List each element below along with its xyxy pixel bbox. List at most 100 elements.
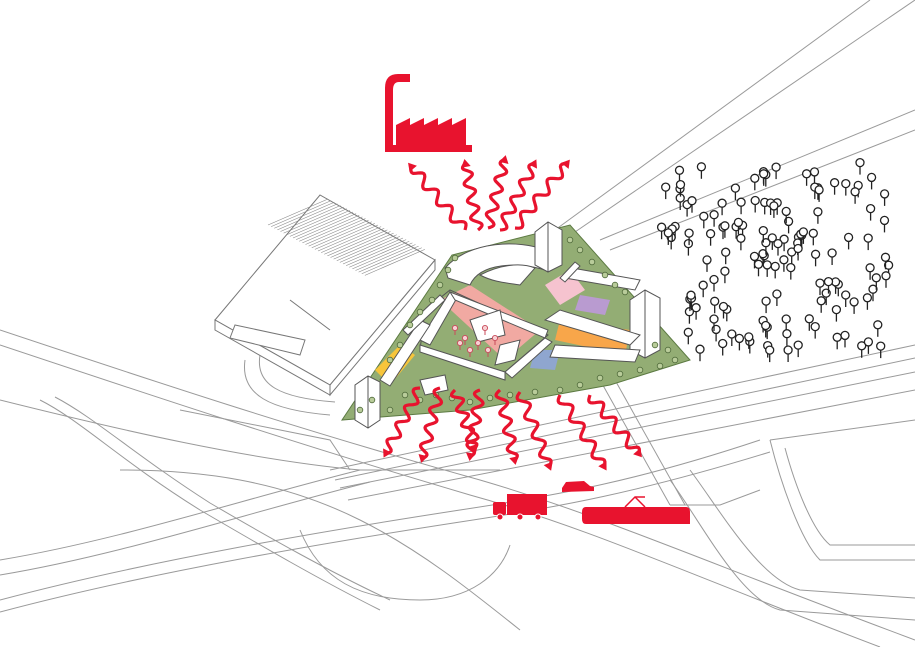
tree-icon xyxy=(709,274,719,293)
tree-icon xyxy=(783,345,793,363)
tree-icon xyxy=(849,297,859,315)
tree-icon xyxy=(873,320,883,338)
arrow-head xyxy=(468,443,478,453)
tree-icon xyxy=(753,259,764,277)
tree-icon xyxy=(736,233,746,251)
roof-stripe xyxy=(314,223,375,250)
arrow-head xyxy=(465,452,476,461)
factory-icon xyxy=(385,74,472,152)
tree-icon xyxy=(881,271,891,289)
tree-icon xyxy=(876,341,886,359)
roof-stripe xyxy=(308,219,369,247)
tree-icon xyxy=(611,281,619,289)
tree-icon xyxy=(661,182,671,200)
tree-icon xyxy=(855,157,865,176)
wavy-arrow-icon xyxy=(494,388,519,463)
tree-icon xyxy=(416,308,424,316)
tree-icon xyxy=(466,398,474,406)
tree-icon xyxy=(841,178,851,197)
tree-icon xyxy=(396,341,404,349)
tree-icon xyxy=(793,340,803,358)
tree-icon xyxy=(702,255,712,273)
tree-icon xyxy=(406,321,414,329)
tree-icon xyxy=(827,248,837,266)
tree-icon xyxy=(750,195,760,214)
tree-icon xyxy=(727,329,737,347)
tree-icon xyxy=(556,386,564,394)
tree-icon xyxy=(616,370,624,378)
tree-icon xyxy=(865,203,876,222)
roof-stripe xyxy=(289,210,350,237)
tree-icon xyxy=(816,296,826,314)
roof-stripe xyxy=(321,226,382,253)
tree-icon xyxy=(401,391,409,399)
roof-stripe xyxy=(336,234,397,262)
tree-icon xyxy=(730,183,741,201)
wavy-arrow-icon xyxy=(556,394,607,469)
tree-icon xyxy=(710,296,720,314)
tree-icon xyxy=(750,173,760,191)
tree-icon xyxy=(813,207,823,225)
roof-stripe xyxy=(280,205,341,232)
tree-icon xyxy=(801,169,812,187)
tree-icon xyxy=(596,374,604,382)
wavy-arrow-icon xyxy=(408,164,468,231)
tree-icon xyxy=(699,211,709,229)
roof-stripe xyxy=(283,206,344,234)
roof-stripe xyxy=(358,245,419,273)
roof-stripe xyxy=(361,247,422,275)
wavy-arrows-top xyxy=(408,155,570,232)
tree-icon xyxy=(674,165,685,183)
roof-stripe xyxy=(346,239,407,266)
tree-icon xyxy=(531,388,539,396)
tree-icon xyxy=(843,232,854,251)
wavy-arrow-icon xyxy=(460,161,484,232)
roof-stripe xyxy=(267,198,329,226)
tree-icon xyxy=(621,288,629,296)
forest xyxy=(656,157,894,363)
roof-stripe xyxy=(327,229,388,257)
tree-icon xyxy=(664,346,672,354)
tree-icon xyxy=(486,394,494,402)
tree-icon xyxy=(810,321,820,340)
tree-icon xyxy=(576,381,584,389)
tree-icon xyxy=(734,333,745,352)
tram-icon xyxy=(582,496,690,524)
roof-stripe xyxy=(302,216,363,244)
tree-icon xyxy=(386,356,394,364)
roof-stripe xyxy=(286,208,347,236)
tree-icon xyxy=(720,266,730,284)
tree-icon xyxy=(771,162,781,180)
tree-icon xyxy=(368,396,376,404)
arrow-head xyxy=(383,448,392,458)
tree-icon xyxy=(436,281,444,289)
tree-icon xyxy=(451,254,459,262)
tree-icon xyxy=(736,197,746,215)
warehouse xyxy=(214,194,436,397)
tree-icon xyxy=(695,344,705,362)
tree-icon xyxy=(444,266,452,274)
truck-icon xyxy=(493,494,547,521)
tree-icon xyxy=(428,296,436,304)
tree-icon xyxy=(840,330,850,349)
roof-stripe xyxy=(352,242,413,270)
tree-icon xyxy=(862,293,873,311)
wavy-arrow-icon xyxy=(418,386,444,461)
arrow-head xyxy=(528,159,537,169)
roof-stripe xyxy=(299,214,360,242)
tree-icon xyxy=(786,262,796,281)
roof-stripe xyxy=(311,221,372,249)
wavy-arrow-icon xyxy=(515,391,553,469)
roof-stripe xyxy=(330,231,391,258)
roof-stripe xyxy=(292,211,354,239)
tree-icon xyxy=(588,258,596,266)
tree-icon xyxy=(721,247,731,265)
wavy-arrow-icon xyxy=(499,160,537,232)
tree-icon xyxy=(696,162,707,180)
tree-icon xyxy=(683,327,693,345)
wavy-arrow-icon xyxy=(484,157,509,230)
tree-icon xyxy=(832,332,842,350)
tree-icon xyxy=(781,314,791,332)
tree-icon xyxy=(576,246,584,254)
